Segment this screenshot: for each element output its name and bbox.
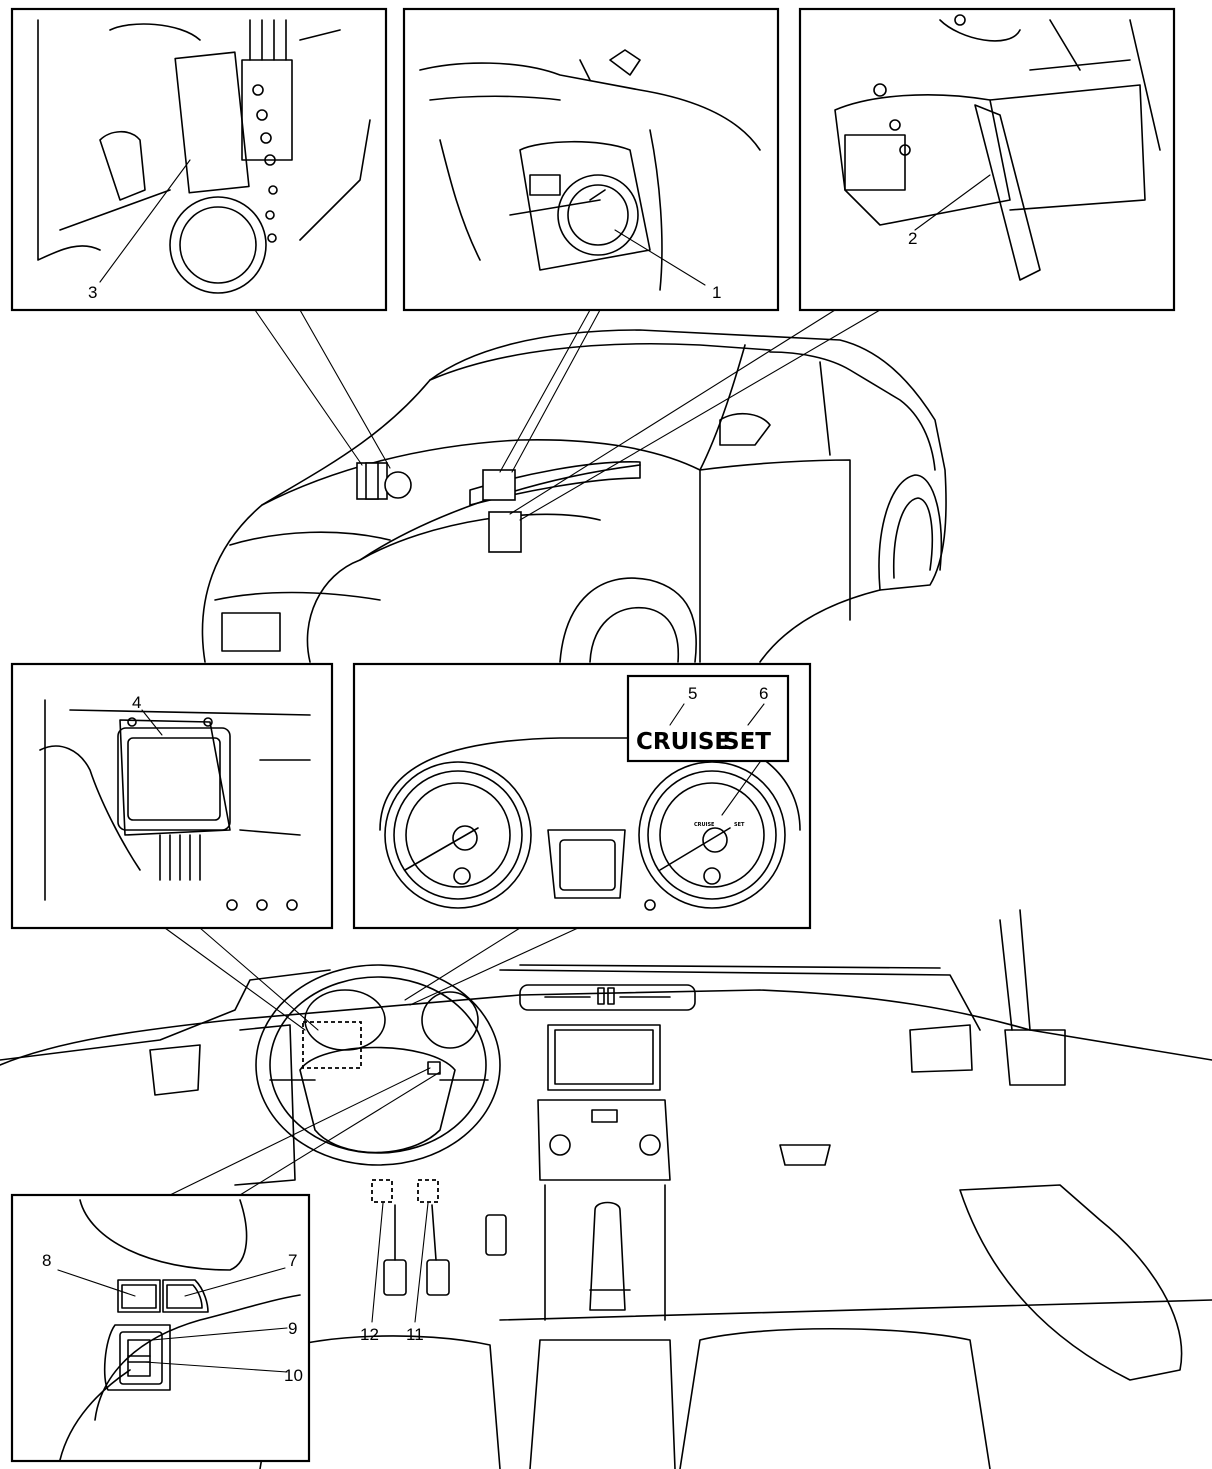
panel-cruise-module: 4	[10, 662, 334, 930]
leader-lines-interior	[164, 927, 579, 1196]
car-exterior-illustration	[201, 329, 947, 663]
panel-steering-switches: 8 7 9 10	[10, 1193, 311, 1463]
callout-5: 5	[688, 684, 697, 703]
indicator-set-small: SET	[734, 822, 745, 828]
callout-1: 1	[712, 283, 721, 302]
panel-ecm: 2	[798, 7, 1176, 312]
panel-throttle-body: 1	[402, 7, 780, 312]
indicator-set: SET	[723, 729, 771, 755]
callout-6: 6	[759, 684, 768, 703]
indicator-enlargement-box	[626, 674, 790, 763]
callout-8: 8	[42, 1251, 51, 1270]
switch-pair	[117, 1279, 209, 1313]
callout-4: 4	[132, 693, 141, 712]
indicator-cruise: CRUISE	[636, 729, 730, 755]
panel-abs-actuator: 3	[10, 7, 388, 312]
leader-lines-top	[254, 309, 881, 521]
marker-throttle-body	[482, 469, 516, 501]
callout-3: 3	[88, 283, 97, 302]
callout-10: 10	[284, 1366, 303, 1385]
hidden-module-dashed	[302, 1021, 362, 1069]
indicator-cruise-small: CRUISE	[694, 822, 715, 828]
rocker-switch	[103, 1324, 171, 1391]
callout-11: 11	[406, 1325, 424, 1344]
marker-ecm	[488, 511, 522, 553]
car-interior-illustration: 12 11	[0, 909, 1212, 1469]
panel-combination-meter: CRUISE SET CRUISE SET 5 6	[352, 662, 812, 930]
callout-7: 7	[288, 1251, 297, 1270]
callout-2: 2	[908, 229, 917, 248]
callout-9: 9	[288, 1319, 297, 1338]
callout-12: 12	[360, 1325, 379, 1344]
marker-abs-actuator	[356, 462, 412, 500]
